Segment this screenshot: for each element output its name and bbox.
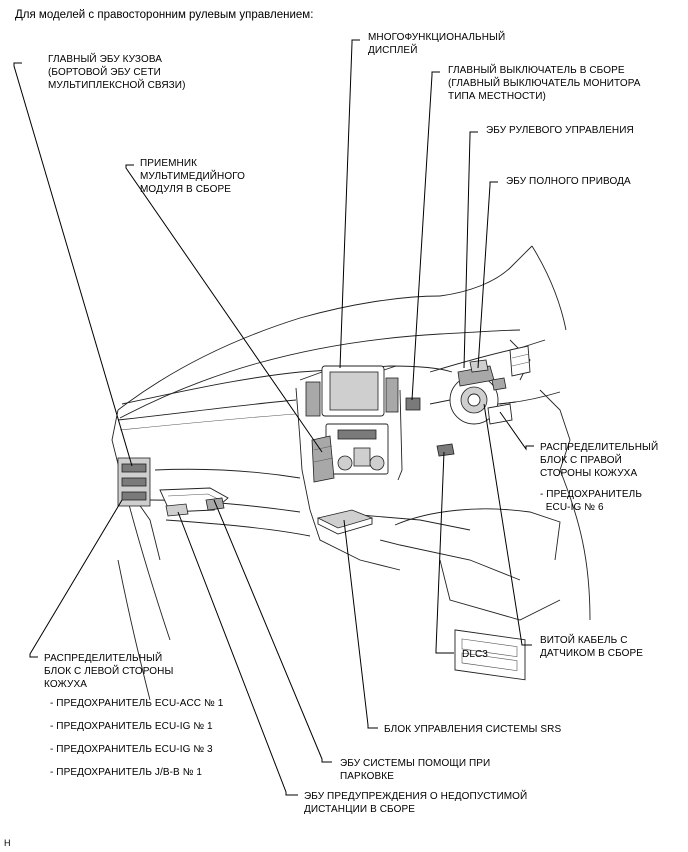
label-left-fuse-ig3: - ПРЕДОХРАНИТЕЛЬ ECU-IG № 3 [50,744,213,755]
label-right-junction-block: РАСПРЕДЕЛИТЕЛЬНЫЙ БЛОК С ПРАВОЙ СТОРОНЫ … [540,442,659,479]
label-main-switch: ГЛАВНЫЙ ВЫКЛЮЧАТЕЛЬ В СБОРЕ (ГЛАВНЫЙ ВЫК… [448,65,641,102]
label-parking-assist-ecu: ЭБУ СИСТЕМЫ ПОМОЩИ ПРИ ПАРКОВКЕ [340,758,491,782]
label-left-junction-block: РАСПРЕДЕЛИТЕЛЬНЫЙ БЛОК С ЛЕВОЙ СТОРОНЫ К… [44,653,174,690]
label-multi-display: МНОГОФУНКЦИОНАЛЬНЫЙ ДИСПЛЕЙ [368,32,506,56]
label-dlc3: DLC3 [462,649,488,660]
label-distance-warning-ecu: ЭБУ ПРЕДУПРЕЖДЕНИЯ О НЕДОПУСТИМОЙ ДИСТАН… [304,791,528,815]
label-left-fuse-ig1: - ПРЕДОХРАНИТЕЛЬ ECU-IG № 1 [50,721,213,732]
label-left-fuse-jb1: - ПРЕДОХРАНИТЕЛЬ J/B-B № 1 [50,767,203,778]
label-steering-ecu: ЭБУ РУЛЕВОГО УПРАВЛЕНИЯ [486,125,634,136]
figure-reference: H [4,838,11,848]
label-left-fuse-acc1: - ПРЕДОХРАНИТЕЛЬ ECU-ACC № 1 [50,698,224,709]
label-main-body-ecu: ГЛАВНЫЙ ЭБУ КУЗОВА (БОРТОВОЙ ЭБУ СЕТИ МУ… [48,54,186,91]
label-right-fuse-ecu-ig6: - ПРЕДОХРАНИТЕЛЬ ECU-IG № 6 [540,489,642,513]
label-spiral-cable: ВИТОЙ КАБЕЛЬ С ДАТЧИКОМ В СБОРЕ [540,635,644,659]
page-title: Для моделей с правосторонним рулевым упр… [15,9,314,21]
leader-lines [13,39,534,796]
label-srs-unit: БЛОК УПРАВЛЕНИЯ СИСТЕМЫ SRS [384,724,562,735]
label-multimedia-receiver: ПРИЕМНИК МУЛЬТИМЕДИЙНОГО МОДУЛЯ В СБОРЕ [140,158,246,195]
dashboard-illustration [111,245,591,701]
label-awd-ecu: ЭБУ ПОЛНОГО ПРИВОДА [506,176,631,187]
